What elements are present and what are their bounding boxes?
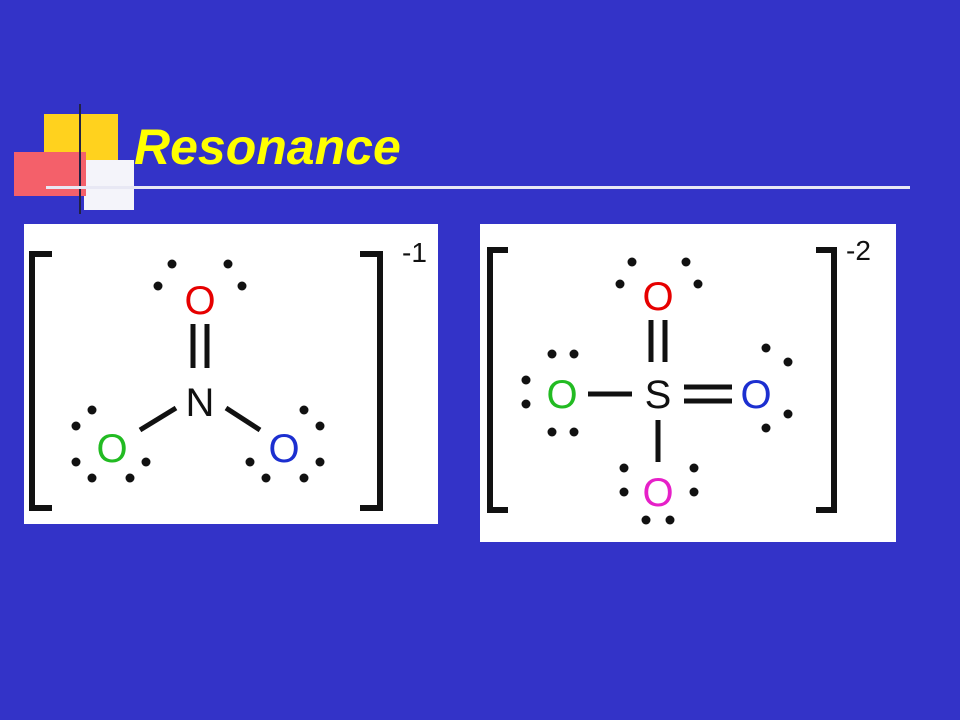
single-bond-right [224,405,262,433]
oxygen-right: O [740,373,771,417]
right-bracket [360,251,383,511]
slide-title: Resonance [134,119,401,175]
title-underline [46,186,910,189]
lone-pair-dots [521,257,793,525]
right-bracket [816,247,837,513]
nitrate-structure-panel: -1 O N O O [24,224,438,524]
oxygen-top: O [184,279,215,323]
oxygen-left: O [96,427,127,471]
charge-label: -2 [846,235,871,266]
deco-square-white [84,160,134,210]
nitrate-lewis-diagram: -1 O N O O [29,237,427,511]
oxygen-left: O [546,373,577,417]
lone-pair-dots [71,259,325,483]
left-bracket [29,251,52,511]
left-bracket [487,247,508,513]
single-bond-left [138,405,178,433]
deco-square-red [14,152,86,196]
deco-vertical-line [79,104,81,214]
charge-label: -1 [402,237,427,268]
sulfur-center: S [645,373,672,417]
oxygen-top: O [642,275,673,319]
nitrogen-center: N [186,381,215,425]
sulfate-lewis-diagram: -2 O S O O O [487,235,871,525]
oxygen-bottom: O [642,471,673,515]
oxygen-right: O [268,427,299,471]
sulfate-structure-panel: -2 O S O O O [480,224,896,542]
